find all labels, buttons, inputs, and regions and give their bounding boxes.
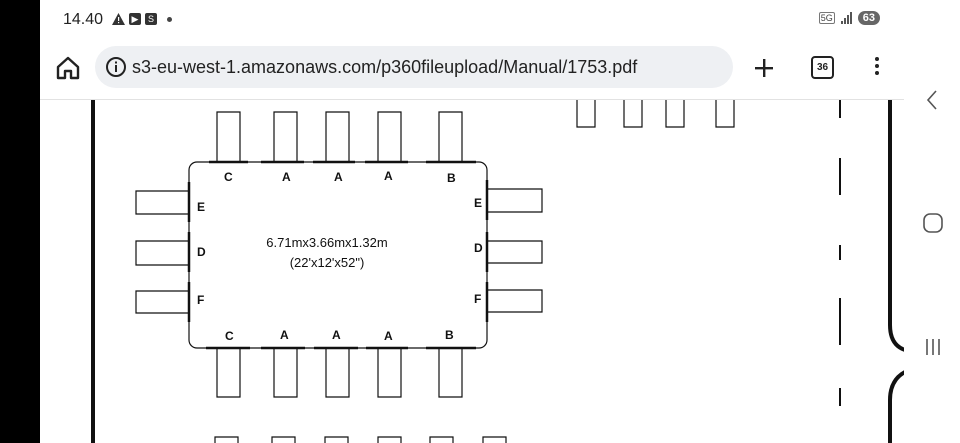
back-icon[interactable] — [925, 89, 939, 111]
top-chairs — [209, 111, 476, 164]
status-time: 14.40 — [63, 11, 104, 28]
new-tab-icon[interactable] — [748, 52, 780, 84]
dimensions-metric: 6.71mx3.66mx1.32m — [266, 235, 387, 250]
system-indicators: 5G 63 — [818, 11, 880, 25]
warning-icon — [112, 13, 125, 25]
browser-toolbar: s3-eu-west-1.amazonaws.com/p360fileuploa… — [40, 40, 904, 98]
s-app-icon: S — [145, 13, 157, 25]
dimensions-imperial: (22'x12'x52") — [290, 255, 365, 270]
overflow-menu-icon[interactable] — [866, 54, 888, 82]
navigation-bar — [904, 0, 960, 443]
seat-label: F — [197, 293, 204, 307]
seat-label: A — [384, 169, 393, 183]
seat-label: A — [280, 328, 289, 342]
seat-label: A — [334, 170, 343, 184]
seat-label: D — [197, 245, 206, 259]
more-notifications-icon — [167, 16, 172, 22]
battery-level: 63 — [857, 11, 880, 25]
right-border-curve — [888, 100, 904, 352]
url-text[interactable]: s3-eu-west-1.amazonaws.com/p360fileuploa… — [132, 57, 638, 77]
toolbar-divider — [40, 99, 904, 100]
seat-label: A — [332, 328, 341, 342]
right-border-curve-lower — [888, 370, 904, 443]
signal-icon — [840, 12, 852, 24]
right-chairs — [485, 180, 543, 322]
right-seat-labels: E D F — [474, 196, 483, 306]
seat-label: E — [197, 200, 205, 214]
bottom-chairs — [206, 346, 476, 398]
status-bar: 14.40 ▶ S 5G 63 — [40, 0, 904, 40]
network-type-icon: 5G — [818, 12, 835, 24]
info-icon[interactable] — [105, 56, 127, 78]
phone-screen: 14.40 ▶ S 5G 63 s3-eu-west-1.amazonaws.c… — [40, 0, 904, 443]
address-bar[interactable]: s3-eu-west-1.amazonaws.com/p360fileuploa… — [95, 46, 733, 88]
bottom-seat-labels: C A A A B — [225, 328, 454, 343]
seat-label: E — [474, 196, 482, 210]
seat-label: B — [447, 171, 456, 185]
seat-label: A — [282, 170, 291, 184]
notification-icons: ▶ S — [112, 13, 172, 25]
seat-label: C — [224, 170, 233, 184]
lower-chairs-partial — [214, 436, 507, 443]
tab-switcher-button[interactable]: 36 — [811, 56, 834, 79]
seat-label: B — [445, 328, 454, 342]
seat-label: F — [474, 292, 481, 306]
youtube-icon: ▶ — [129, 13, 141, 25]
recent-apps-icon[interactable] — [924, 338, 942, 356]
floor-plan-diagram: C A A A B C A A A B E D F E D F — [91, 100, 904, 443]
home-nav-icon[interactable] — [922, 212, 944, 234]
seat-label: D — [474, 241, 483, 255]
left-chairs — [135, 182, 191, 322]
home-icon[interactable] — [54, 54, 82, 82]
left-seat-labels: E D F — [197, 200, 206, 307]
top-seat-labels: C A A A B — [224, 169, 456, 185]
seat-label: C — [225, 329, 234, 343]
upper-chairs-partial — [576, 100, 735, 128]
pdf-document[interactable]: C A A A B C A A A B E D F E D F — [40, 100, 904, 443]
seat-label: A — [384, 329, 393, 343]
